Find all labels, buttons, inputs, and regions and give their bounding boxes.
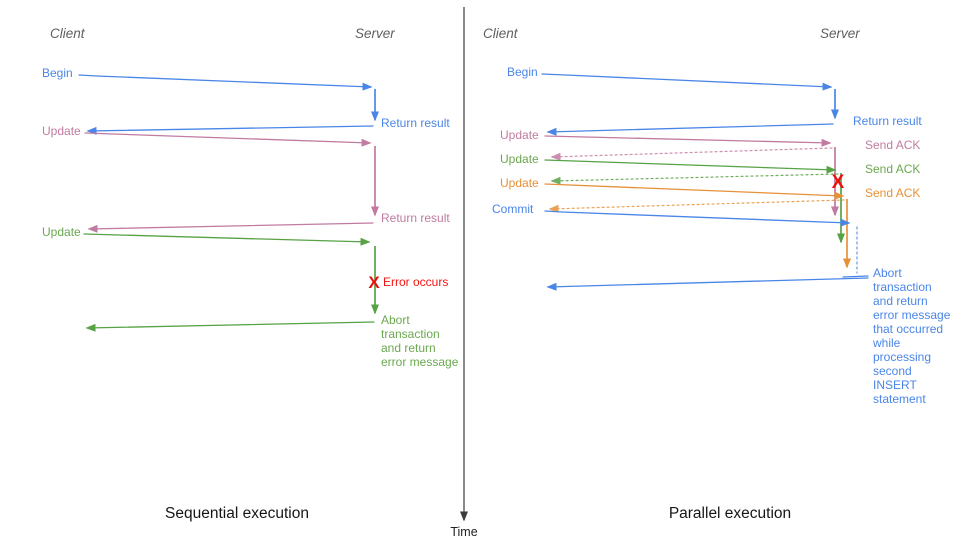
- abort-line: second: [873, 364, 912, 378]
- abort-tick: [842, 275, 869, 278]
- send-ack-3-label: Send ACK: [865, 186, 920, 200]
- update-1-request-arrow: [84, 132, 372, 147]
- commit-request-arrow: [544, 210, 851, 227]
- abort-line: and return: [381, 341, 436, 355]
- server-header: Server: [355, 26, 395, 41]
- return-result-arrow: [546, 123, 834, 136]
- time-label: Time: [450, 525, 477, 539]
- error-x-mark: X: [832, 172, 845, 193]
- abort-line: Abort: [873, 266, 902, 280]
- sequential-panel: Client Server Begin Return result Update…: [42, 26, 459, 522]
- sequential-caption: Sequential execution: [165, 505, 309, 522]
- abort-return-arrow: [546, 277, 869, 291]
- abort-line: and return: [873, 294, 928, 308]
- update-3-label: Update: [500, 176, 539, 190]
- abort-line: INSERT: [873, 378, 917, 392]
- return-result-arrow: [86, 125, 374, 135]
- server-header: Server: [820, 26, 860, 41]
- update-1-label: Update: [500, 128, 539, 142]
- update-2-label: Update: [500, 152, 539, 166]
- abort-line: statement: [873, 392, 926, 406]
- client-header: Client: [50, 26, 86, 41]
- abort-line: transaction: [381, 327, 440, 341]
- begin-request-arrow: [78, 74, 373, 91]
- commit-label: Commit: [492, 202, 534, 216]
- return-result-label: Return result: [381, 116, 450, 130]
- time-axis: Time: [450, 7, 478, 539]
- send-ack-2-arrow: [550, 173, 839, 185]
- abort-line: error message: [381, 355, 459, 369]
- begin-label: Begin: [42, 66, 73, 80]
- update-2-label: Update: [42, 225, 81, 239]
- client-header: Client: [483, 26, 519, 41]
- abort-line: error message: [873, 308, 951, 322]
- send-ack-1-arrow: [550, 147, 833, 161]
- parallel-panel: Client Server Begin Return result Update…: [483, 26, 954, 522]
- abort-line: processing: [873, 350, 931, 364]
- abort-line: that occurred: [873, 322, 943, 336]
- abort-message-text: Abort transaction and return error messa…: [381, 313, 459, 369]
- update-3-request-arrow: [544, 183, 845, 200]
- abort-line: Abort: [381, 313, 410, 327]
- return-result-2-label: Return result: [381, 211, 450, 225]
- begin-label: Begin: [507, 65, 538, 79]
- update-1-request-arrow: [544, 135, 832, 147]
- send-ack-1-label: Send ACK: [865, 138, 920, 152]
- parallel-caption: Parallel execution: [669, 505, 791, 522]
- begin-request-arrow: [541, 73, 833, 91]
- return-result-label: Return result: [853, 114, 922, 128]
- error-occurs-label: Error occurs: [383, 275, 448, 289]
- update-2-request-arrow: [83, 233, 371, 246]
- abort-return-arrow: [85, 321, 375, 332]
- error-x-mark: X: [368, 273, 380, 292]
- return-result-2-arrow: [87, 222, 374, 233]
- abort-line: while: [872, 336, 901, 350]
- update-1-label: Update: [42, 124, 81, 138]
- abort-message-text: Abort transaction and return error messa…: [872, 266, 954, 406]
- send-ack-2-label: Send ACK: [865, 162, 920, 176]
- send-ack-3-arrow: [548, 199, 845, 213]
- abort-line: transaction: [873, 280, 932, 294]
- update-2-request-arrow: [544, 159, 837, 174]
